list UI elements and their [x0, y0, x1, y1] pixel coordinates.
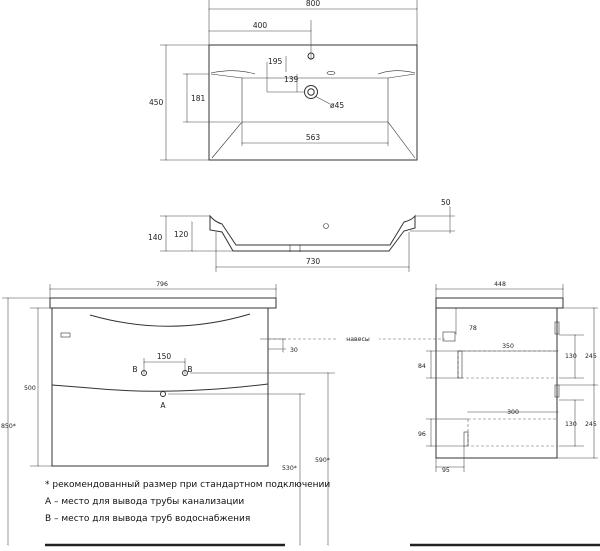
basin-profile-outline [209, 214, 416, 252]
dim-cabinet-500: 500 [24, 385, 36, 392]
side-view: 448 78 350 84 130 245 300 96 130 [410, 281, 600, 547]
note-a-drain: А – место для вывода трубы канализации [45, 497, 244, 507]
label-b-left: B [132, 365, 137, 374]
dim-drawer-bottom-245: 245 [585, 421, 597, 428]
top-view: 800 400 195 139 ø45 450 181 563 [149, 0, 418, 161]
cabinet-body [51, 307, 269, 467]
dim-bowl-563: 563 [306, 133, 321, 142]
logo-plate [60, 332, 71, 338]
overflow-slot [326, 71, 336, 75]
dim-width-796: 796 [156, 281, 168, 288]
countertop [49, 297, 277, 309]
dim-drawer-top-130: 130 [565, 353, 577, 360]
side-countertop [435, 297, 564, 309]
dim-bowl-height-120: 120 [174, 230, 189, 239]
dim-hinge-30: 30 [290, 347, 298, 354]
dim-drawer-96: 96 [418, 431, 426, 438]
drawer-bottom-box [467, 418, 558, 447]
dim-drain-diameter: ø45 [330, 101, 344, 110]
side-cabinet [435, 307, 558, 459]
dim-rim-50: 50 [441, 198, 451, 207]
dim-drawer-84: 84 [418, 363, 426, 370]
label-b-right: B [187, 365, 192, 374]
front-view: 150 B B A 796 850* 500 30 590* 530* [1, 281, 335, 547]
notes: * рекомендованный размер при стандартном… [45, 480, 330, 524]
dim-width-800: 800 [306, 0, 321, 8]
basin-profile: 50 140 120 730 [148, 198, 455, 272]
note-asterisk: * рекомендованный размер при стандартном… [45, 480, 330, 490]
dim-depth-450: 450 [149, 98, 164, 107]
dim-height-140: 140 [148, 233, 163, 242]
dim-pipe-150: 150 [157, 352, 172, 361]
dim-drain-139: 139 [284, 75, 299, 84]
dim-half-width-400: 400 [253, 21, 268, 30]
dim-height-590: 590* [315, 457, 330, 464]
hinge-block [442, 331, 456, 342]
dim-drawer-top-245: 245 [585, 353, 597, 360]
dim-drawer-300: 300 [507, 409, 519, 416]
dim-drawer-bottom-130: 130 [565, 421, 577, 428]
hinge-label: навесы [346, 336, 370, 343]
dim-length-730: 730 [306, 257, 321, 266]
top-drawer-curve [89, 313, 251, 327]
dim-hinge-78: 78 [469, 325, 477, 332]
dim-drain-depth-181: 181 [191, 94, 206, 103]
dim-depth-448: 448 [494, 281, 506, 288]
drain [304, 85, 318, 99]
bottom-drawer-curve [51, 383, 269, 392]
dim-foot-95: 95 [442, 467, 450, 474]
dim-drawer-350: 350 [502, 343, 514, 350]
hinge-callout: навесы [268, 334, 445, 343]
drawer-top-box [457, 350, 558, 379]
dim-height-850: 850* [1, 423, 16, 430]
dim-tap-195: 195 [268, 57, 283, 66]
label-a: A [160, 401, 166, 410]
basin-bowl [210, 73, 416, 159]
dim-height-530: 530* [282, 465, 297, 472]
note-b-water: В – место для вывода труб водоснабжения [45, 514, 250, 524]
basin-outline [208, 44, 418, 161]
drain-outlet [160, 391, 166, 397]
